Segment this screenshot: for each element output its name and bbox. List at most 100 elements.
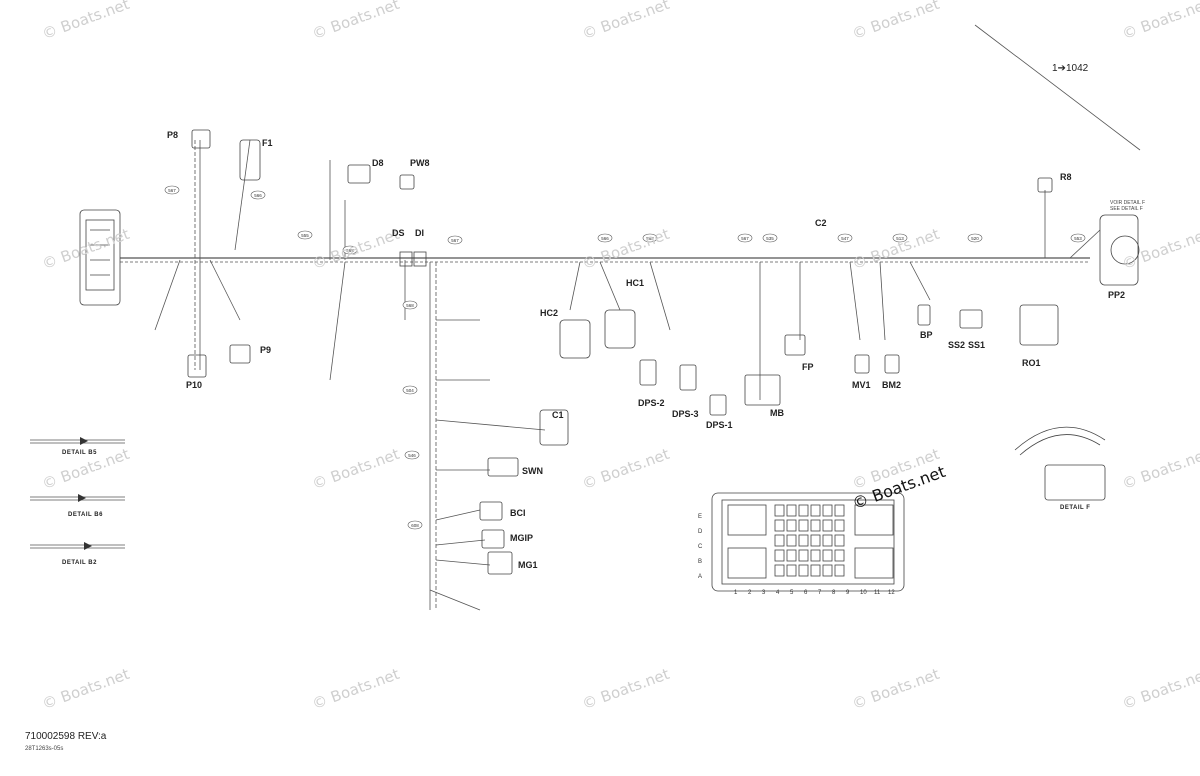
mv1-connector bbox=[854, 354, 870, 374]
bm2-connector bbox=[884, 354, 900, 374]
reference-leader-line bbox=[974, 24, 1141, 151]
connector-label-mv1: MV1 bbox=[852, 380, 871, 390]
ecm-col-index: 6 bbox=[804, 590, 808, 596]
ecm-col-index: 12 bbox=[888, 590, 895, 596]
ecm-col-index: 11 bbox=[874, 590, 881, 596]
wire-number-bubble: 567 bbox=[447, 235, 463, 245]
c1-connector bbox=[539, 409, 569, 446]
wire-number-text: 546 bbox=[408, 453, 416, 458]
ro1-regulator bbox=[1019, 304, 1059, 346]
connector-label-pw8: PW8 bbox=[410, 158, 430, 168]
sheet-code: 28T1263s-05s bbox=[25, 746, 64, 752]
pp2-connector bbox=[1099, 214, 1140, 286]
wire-number-text: 568 bbox=[346, 248, 354, 253]
hc2-connector bbox=[559, 319, 591, 359]
ecm-col-index: 2 bbox=[748, 590, 752, 596]
wire-number-text: 547 bbox=[841, 236, 849, 241]
connector-label-bci: BCI bbox=[510, 508, 526, 518]
wire-number-text: 567 bbox=[451, 238, 459, 243]
detail-label-b6: DETAIL B6 bbox=[68, 512, 103, 518]
connector-label-p8: P8 bbox=[167, 130, 179, 140]
di-connector bbox=[413, 251, 427, 267]
wire-number-bubble: 555 bbox=[297, 230, 313, 240]
ecm-pin-cell bbox=[774, 534, 785, 547]
wire-number-text: 566 bbox=[601, 236, 609, 241]
ecm-pin-cell bbox=[798, 519, 809, 532]
connector-label-f1: F1 bbox=[262, 138, 273, 148]
wire-number-text: 608 bbox=[411, 523, 419, 528]
wire-number-text: 567 bbox=[168, 188, 176, 193]
ecm-col-index: 3 bbox=[762, 590, 766, 596]
connector-label-p10: P10 bbox=[186, 380, 203, 390]
ecm-pin-cell bbox=[834, 549, 845, 562]
wire-number-bubble: 504 bbox=[402, 385, 418, 395]
detail-label-b5: DETAIL B5 bbox=[62, 450, 97, 456]
wire-number-text: 513 bbox=[896, 236, 904, 241]
ecm-row-index: B bbox=[698, 559, 703, 565]
ecm-pin-cell bbox=[810, 519, 821, 532]
ecm-pin-cell bbox=[774, 549, 785, 562]
wire-number-bubble: 553 bbox=[1070, 233, 1086, 243]
connector-label-mg1: MG1 bbox=[518, 560, 538, 570]
wire-number-text: 568 bbox=[406, 303, 414, 308]
ecm-row-index: E bbox=[698, 514, 703, 520]
wire-number-text: 567 bbox=[741, 236, 749, 241]
wire-number-bubble: 608 bbox=[407, 520, 423, 530]
ecm-row-index: D bbox=[698, 529, 703, 535]
wire-number-bubble: 567 bbox=[737, 233, 753, 243]
ecm-pin-cell bbox=[786, 564, 797, 577]
ecm-pin-cell bbox=[822, 564, 833, 577]
connector-label-di: DI bbox=[415, 228, 424, 238]
connector-label-ds: DS bbox=[392, 228, 405, 238]
ecm-pin-cell bbox=[810, 504, 821, 517]
connector-label-mb: MB bbox=[770, 408, 784, 418]
ecm-row-index: A bbox=[698, 574, 703, 580]
reference-arrow-label: 1➔1042 bbox=[1052, 63, 1089, 74]
mg1-connector bbox=[487, 551, 513, 575]
bci-connector bbox=[479, 501, 503, 521]
ecm-pin-cell bbox=[798, 534, 809, 547]
wire-number-bubble: 568 bbox=[402, 300, 418, 310]
ss-connector bbox=[959, 309, 983, 329]
wire-number-text: 520 bbox=[971, 236, 979, 241]
ecm-col-index: 8 bbox=[832, 590, 836, 596]
wire-number-text: 555 bbox=[301, 233, 309, 238]
wire-number-bubble: 566 bbox=[250, 190, 266, 200]
ecm-col-index: 10 bbox=[860, 590, 867, 596]
wire-number-bubble: 546 bbox=[404, 450, 420, 460]
connector-label-p9: P9 bbox=[260, 345, 272, 355]
dps1-connector bbox=[709, 394, 727, 416]
connector-label-dps1: DPS-1 bbox=[706, 420, 733, 430]
connector-label-dps3: DPS-3 bbox=[672, 409, 699, 419]
detail-label-b2: DETAIL B2 bbox=[62, 560, 97, 566]
connector-label-ro1: RO1 bbox=[1022, 358, 1041, 368]
ecm-pin-cell bbox=[786, 549, 797, 562]
dps2-connector bbox=[639, 359, 657, 386]
connector-label-hc1: HC1 bbox=[626, 278, 645, 288]
connector-label-ss1: SS1 bbox=[968, 340, 986, 350]
p10-connector bbox=[187, 354, 207, 378]
ecm-pin-cell bbox=[798, 504, 809, 517]
ecm-pin-cell bbox=[810, 564, 821, 577]
ecm-col-index: 9 bbox=[846, 590, 850, 596]
ecm-pin-cell bbox=[822, 519, 833, 532]
ecm-pin-cell bbox=[786, 504, 797, 517]
ecm-col-index: 7 bbox=[818, 590, 822, 596]
p9-connector bbox=[229, 344, 251, 364]
connector-label-dps2: DPS-2 bbox=[638, 398, 665, 408]
wire-number-text: 535 bbox=[766, 236, 774, 241]
ecm-pin-cell bbox=[798, 564, 809, 577]
ecm-module bbox=[711, 492, 905, 592]
pw8-connector bbox=[399, 174, 415, 190]
ecm-pin-cell bbox=[774, 519, 785, 532]
connector-label-bm2: BM2 bbox=[882, 380, 902, 390]
drawing-number: 710002598 REV:a bbox=[25, 731, 107, 742]
connector-label-swn: SWN bbox=[522, 466, 543, 476]
ecm-pin-cell bbox=[834, 534, 845, 547]
connector-label-bp: BP bbox=[920, 330, 933, 340]
ecm-pin-cell bbox=[774, 504, 785, 517]
d8-connector bbox=[347, 164, 371, 184]
connector-label-c1: C1 bbox=[552, 410, 564, 420]
connector-label-c2: C2 bbox=[815, 218, 827, 228]
